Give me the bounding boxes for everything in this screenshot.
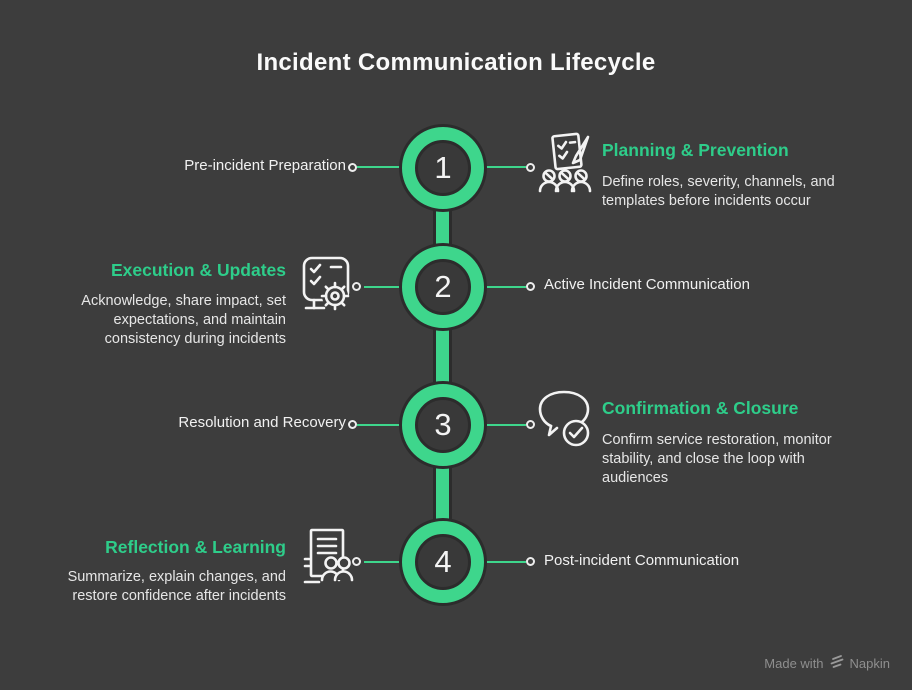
- watermark-brand: Napkin: [849, 655, 890, 671]
- page-title: Incident Communication Lifecycle: [256, 49, 656, 76]
- step4-number: 4: [434, 544, 452, 579]
- step2-node: 2: [399, 243, 487, 331]
- step1-left-connector: [357, 166, 401, 168]
- step3-node-inner: 3: [415, 397, 471, 453]
- step1-number: 1: [434, 150, 452, 185]
- step3-description: Confirm service restoration, monitor sta…: [602, 432, 832, 486]
- step4-node: 4: [399, 518, 487, 606]
- chat-check-icon: [536, 388, 594, 448]
- step1-label: Pre-incident Preparation: [184, 157, 346, 174]
- checklist-gear-icon: [300, 252, 356, 316]
- step2-left-dot: [352, 282, 361, 291]
- step3-right-connector: [485, 424, 526, 426]
- step2-heading: Execution & Updates: [110, 260, 286, 280]
- step1-right-connector: [485, 166, 526, 168]
- napkin-logo-icon: [829, 654, 845, 672]
- step2-right-dot: [526, 282, 535, 291]
- step2-node-inner: 2: [415, 259, 471, 315]
- step4-right-dot: [526, 557, 535, 566]
- step1-left-dot: [348, 163, 357, 172]
- step3-number: 3: [434, 407, 452, 442]
- step4-heading: Reflection & Learning: [105, 537, 286, 557]
- step3-right-dot: [526, 420, 535, 429]
- step4-left-connector: [364, 561, 401, 563]
- step4-node-inner: 4: [415, 534, 471, 590]
- document-people-icon: [303, 526, 355, 588]
- step3-node: 3: [399, 381, 487, 469]
- step4-right-connector: [485, 561, 526, 563]
- step1-heading: Planning & Prevention: [602, 140, 789, 160]
- step4-label: Post-incident Communication: [544, 552, 740, 569]
- step3-label: Resolution and Recovery: [178, 414, 346, 431]
- step4-left-dot: [352, 557, 361, 566]
- step3-heading: Confirmation & Closure: [602, 398, 799, 418]
- step1-node: 1: [399, 124, 487, 212]
- step4-description: Summarize, explain changes, and restore …: [67, 569, 286, 604]
- checklist-pencil-audience-icon: [538, 130, 596, 194]
- step2-label: Active Incident Communication: [544, 276, 750, 293]
- watermark: Made with Napkin: [764, 654, 890, 672]
- watermark-prefix: Made with: [764, 655, 824, 671]
- step1-description: Define roles, severity, channels, and te…: [602, 174, 835, 209]
- step1-node-inner: 1: [415, 140, 471, 196]
- step2-description: Acknowledge, share impact, set expectati…: [81, 293, 286, 347]
- step2-right-connector: [485, 286, 526, 288]
- step3-left-connector: [357, 424, 401, 426]
- step3-left-dot: [348, 420, 357, 429]
- step1-right-dot: [526, 163, 535, 172]
- step2-number: 2: [434, 269, 452, 304]
- step2-left-connector: [364, 286, 401, 288]
